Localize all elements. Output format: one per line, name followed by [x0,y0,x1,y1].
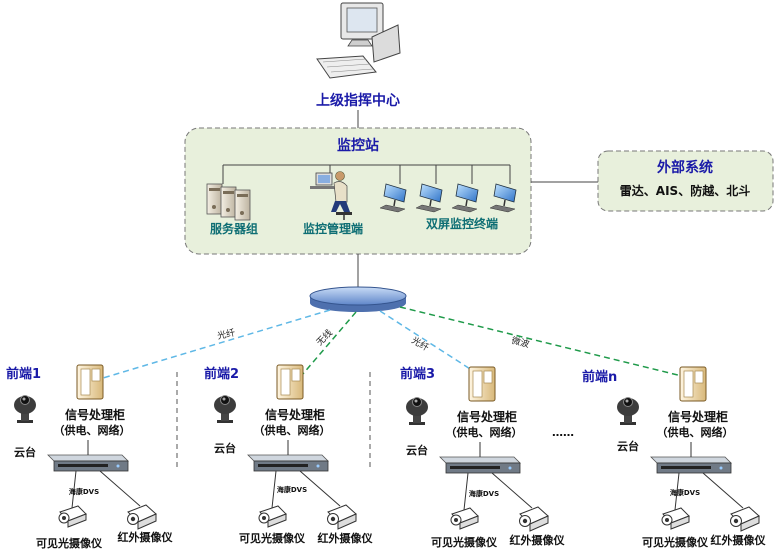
microwave-link-n [399,306,691,379]
cabinet-label-2: （供电、网络） [54,423,131,437]
visible-camera-label: 可见光摄像仪 [642,535,709,549]
dvs-label: 海康DVS [69,487,99,496]
dvs-label: 海康DVS [469,489,499,498]
network-hub-icon [309,286,407,312]
cabinet-label-2: （供电、网络） [254,423,331,437]
link-label-wireless: 无线 [314,327,335,348]
cabinet-label-2: （供电、网络） [657,425,734,439]
visible-camera-label: 可见光摄像仪 [239,531,306,545]
cabinet-label-1: 信号处理柜 [668,409,728,424]
dvs-label: 海康DVS [670,488,700,497]
operator-icon [310,171,352,220]
server-group-label: 服务器组 [210,221,258,236]
link-label-fiber-2: 光纤 [410,334,432,353]
computer-icon [316,2,401,79]
manager-label: 监控管理端 [303,221,363,236]
visible-camera-label: 可见光摄像仪 [431,535,498,549]
infrared-camera-label: 红外摄像仪 [118,530,174,544]
front-end-2: 前端2 信号处理柜 （供电、网络） 云台 海康DVS 可见光摄像仪 红外摄像仪 [204,364,374,545]
ptz-label: 云台 [214,441,236,455]
infrared-camera-label: 红外摄像仪 [711,533,767,547]
wireless-link-2 [301,311,357,376]
external-subtitle: 雷达、AIS、防越、北斗 [620,183,750,198]
front-name: 前端n [582,369,617,385]
front-end-1: 前端1 信号处理柜 （供电、网络） 云台 海康DVS 可见光摄像仪 红外摄像仪 [6,364,174,550]
ptz-label: 云台 [14,445,36,459]
cabinet-label-1: 信号处理柜 [265,407,325,422]
terminal-group-icon [379,183,517,213]
station-title: 监控站 [337,137,379,154]
server-group-icon [206,183,251,221]
fiber-link-3 [379,310,479,375]
cabinet-label-2: （供电、网络） [446,425,523,439]
cabinet-label-1: 信号处理柜 [65,407,125,422]
dvs-label: 海康DVS [277,485,307,494]
terminal-label: 双屏监控终端 [426,216,498,231]
front-name: 前端2 [204,366,239,382]
front-end-3: 前端3 信号处理柜 （供电、网络） 云台 海康DVS 可见光摄像仪 红外摄像仪 [400,366,565,549]
cabinet-label-1: 信号处理柜 [457,409,517,424]
infrared-camera-label: 红外摄像仪 [510,533,566,547]
front-end-n: 前端n 信号处理柜 （供电、网络） 云台 海康DVS 可见光摄像仪 红外摄像仪 [582,366,767,549]
front-name: 前端1 [6,366,41,382]
ptz-label: 云台 [406,443,428,457]
link-label-fiber: 光纤 [216,326,236,341]
ptz-label: 云台 [617,439,639,453]
front-name: 前端3 [400,366,435,382]
ellipsis: …… [552,426,574,439]
infrared-camera-label: 红外摄像仪 [318,531,374,545]
external-title: 外部系统 [657,159,713,176]
command-center-label: 上级指挥中心 [316,92,400,109]
visible-camera-label: 可见光摄像仪 [36,536,103,550]
external-system-box [597,150,774,212]
